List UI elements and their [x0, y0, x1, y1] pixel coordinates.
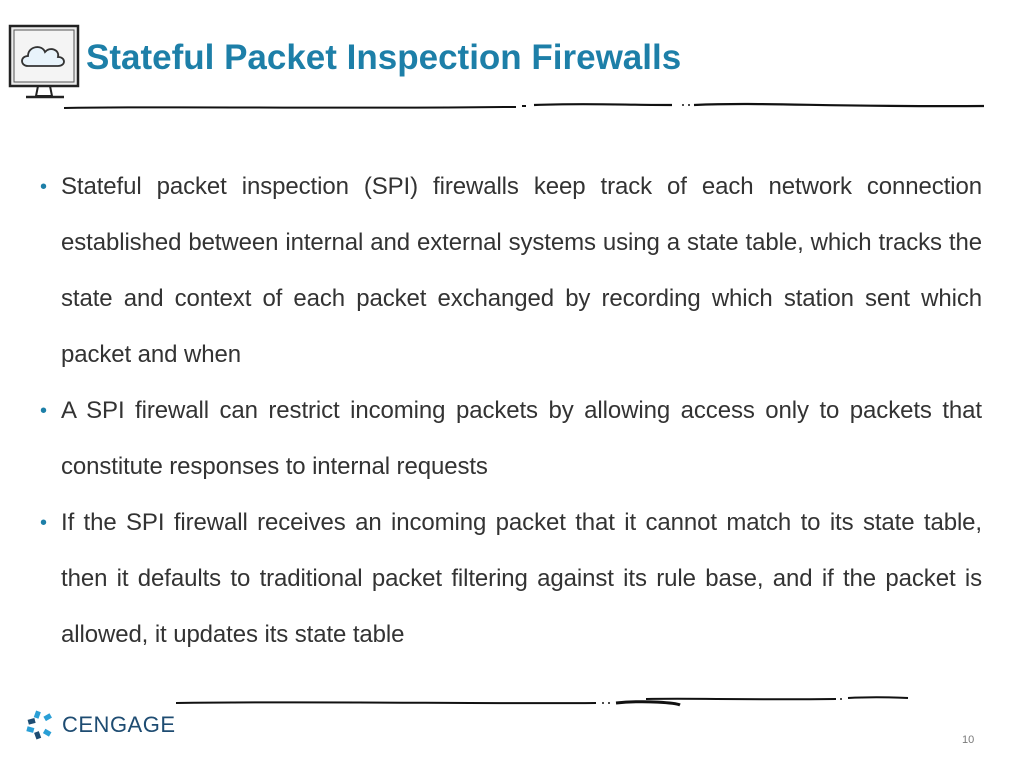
bullet-text: If the SPI firewall receives an incoming… [61, 509, 982, 648]
bullet-marker: • [40, 400, 47, 422]
title-divider [64, 102, 985, 109]
monitor-cloud-icon [8, 24, 80, 99]
cengage-logo: CENGAGE [26, 708, 176, 742]
cengage-logo-text: CENGAGE [62, 712, 176, 737]
bullet-list: • Stateful packet inspection (SPI) firew… [40, 159, 982, 663]
list-item: • A SPI firewall can restrict incoming p… [40, 383, 982, 495]
cengage-mark-icon [26, 710, 52, 740]
slide-title: Stateful Packet Inspection Firewalls [86, 38, 682, 77]
list-item: • Stateful packet inspection (SPI) firew… [40, 159, 982, 383]
bullet-marker: • [40, 512, 47, 534]
footer-divider [176, 696, 909, 707]
bullet-marker: • [40, 176, 47, 198]
page-number: 10 [962, 734, 975, 746]
list-item: • If the SPI firewall receives an incomi… [40, 495, 982, 663]
bullet-text: Stateful packet inspection (SPI) firewal… [61, 173, 982, 368]
bullet-text: A SPI firewall can restrict incoming pac… [61, 397, 982, 480]
